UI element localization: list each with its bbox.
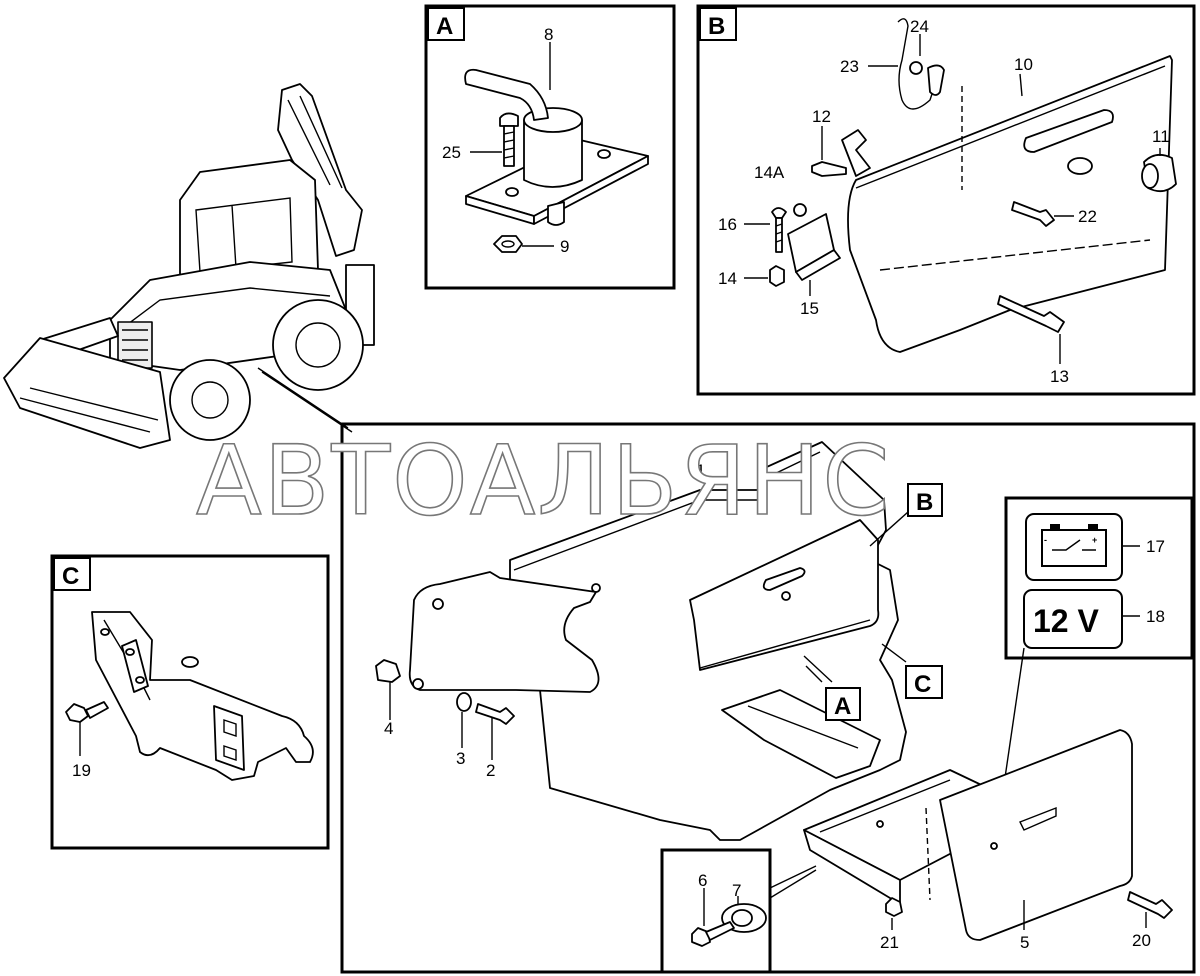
inset-b-label: B (708, 13, 725, 40)
svg-text:-: - (1044, 535, 1047, 545)
ref-c-label: C (914, 671, 931, 698)
callout-18: 18 (1146, 607, 1165, 626)
callout-1: 1 (696, 461, 705, 480)
callout-8: 8 (544, 25, 553, 44)
voltage-decal: 12 V (1033, 603, 1099, 639)
backhoe-loader-illustration (3, 83, 375, 449)
callout-5: 5 (1020, 933, 1029, 952)
callout-20: 20 (1132, 931, 1151, 950)
callout-11: 11 (1152, 127, 1170, 146)
callout-4: 4 (384, 719, 393, 738)
ref-a-label: A (834, 693, 851, 720)
callout-13: 13 (1050, 367, 1069, 386)
callout-14: 14 (718, 269, 737, 288)
inset-a: A 8 25 9 (424, 4, 676, 290)
callout-19: 19 (72, 761, 91, 780)
callout-22: 22 (1078, 207, 1097, 226)
callout-7: 7 (732, 881, 741, 900)
battery-disconnect-icon: - + (1041, 524, 1107, 567)
svg-text:+: + (1092, 535, 1097, 545)
callout-3: 3 (456, 749, 465, 768)
callout-17: 17 (1146, 537, 1165, 556)
inset-c-label: C (62, 563, 79, 590)
inset-a-label: A (436, 13, 453, 40)
callout-2: 2 (486, 761, 495, 780)
detail-leader-line (257, 367, 353, 433)
callout-24: 24 (910, 17, 929, 36)
callout-15: 15 (800, 299, 819, 318)
callout-9: 9 (560, 237, 569, 256)
ref-b-label: B (916, 489, 933, 516)
callout-23: 23 (840, 57, 859, 76)
inset-b: B (696, 4, 1196, 396)
callout-14a: 14A (754, 163, 785, 182)
callout-16: 16 (718, 215, 737, 234)
watermark: АВТОАЛЬЯНС (196, 425, 891, 537)
callout-21: 21 (880, 933, 899, 952)
main-detail-view: B A C 4 3 2 1 - + 12 V 17 18 (340, 422, 1196, 974)
inset-c: C 19 (50, 554, 330, 850)
callout-10: 10 (1014, 55, 1033, 74)
callout-12: 12 (812, 107, 831, 126)
callout-25: 25 (442, 143, 461, 162)
callout-6: 6 (698, 871, 707, 890)
